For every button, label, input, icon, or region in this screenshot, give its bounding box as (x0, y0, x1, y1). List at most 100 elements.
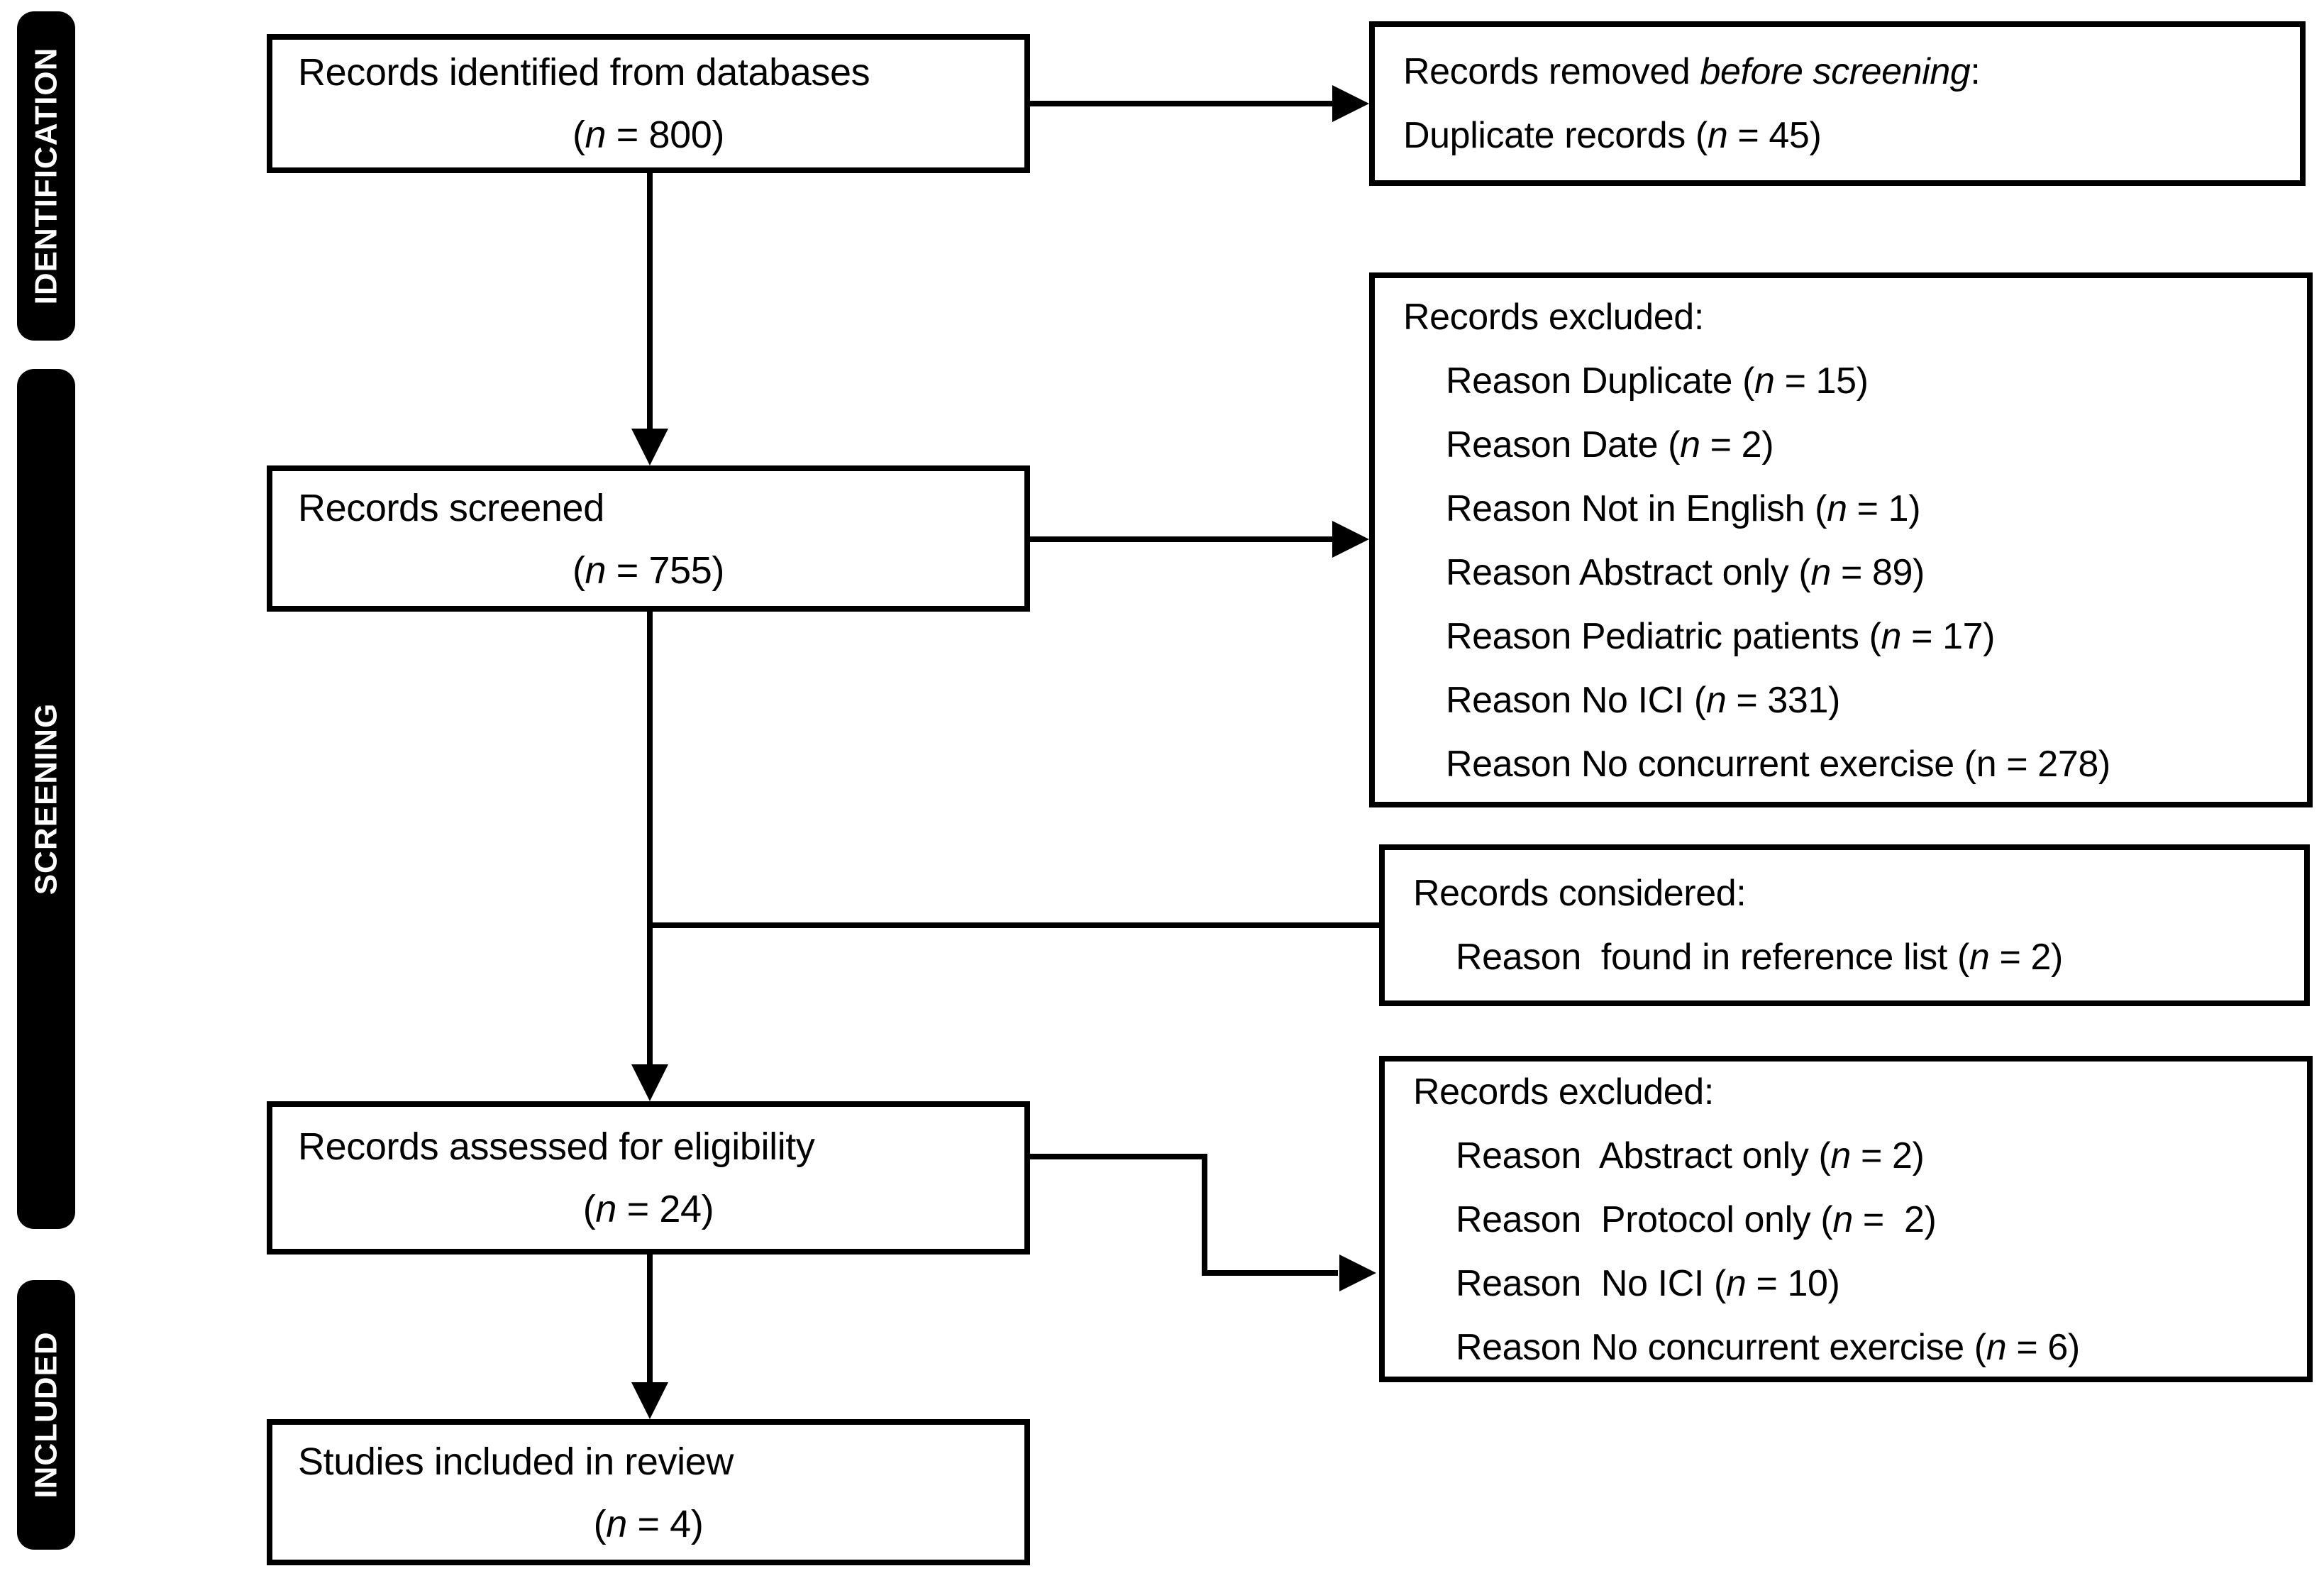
text-line: Duplicate records (n = 45) (1403, 104, 2272, 167)
text-line: Records screened (298, 476, 999, 539)
arrow-assessed-to-excluded (1030, 1154, 1338, 1276)
italic-text-segment: n (585, 548, 607, 591)
italic-text-segment: n (1881, 614, 1902, 656)
italic-text-segment: n (1707, 114, 1728, 156)
text-segment: : (1970, 50, 1981, 92)
italic-text-segment: n (1810, 550, 1831, 592)
text-segment: = 24) (616, 1188, 714, 1230)
text-segment: = 17) (1901, 614, 1996, 656)
italic-text-segment: before screening (1700, 50, 1971, 92)
text-line: (n = 755) (298, 539, 999, 601)
text-line: Reason Abstract only (n = 89) (1403, 540, 2279, 604)
box-records-excluded-eligibility: Records excluded:Reason Abstract only (n… (1379, 1056, 2313, 1382)
text-segment: = 89) (1830, 550, 1925, 592)
italic-text-segment: n (1986, 1325, 2007, 1367)
italic-text-segment: n (1969, 935, 1990, 978)
text-segment: = 4) (626, 1502, 704, 1545)
text-segment: Records screened (298, 486, 604, 529)
text-line: Reason found in reference list (n = 2) (1413, 925, 2276, 989)
text-segment: ( (582, 1188, 596, 1230)
text-line: (n = 24) (298, 1178, 999, 1240)
box-records-screened: Records screened (n = 755) (267, 465, 1030, 612)
text-segment: = 331) (1726, 678, 1840, 720)
italic-text-segment: n (1832, 1197, 1853, 1240)
text-line: Reason Pediatric patients (n = 17) (1403, 604, 2279, 668)
italic-text-segment: n (1725, 1261, 1747, 1303)
italic-text-segment: n (1680, 422, 1700, 465)
text-segment: Reason No ICI ( (1456, 1261, 1726, 1303)
text-segment: Records removed (1403, 50, 1700, 92)
text-segment: ( (572, 548, 585, 591)
text-line: Reason No concurrent exercise (n = 6) (1413, 1315, 2279, 1379)
italic-text-segment: n (595, 1188, 616, 1230)
text-line: Reason No concurrent exercise (n = 278) (1403, 732, 2279, 795)
text-line: Reason Protocol only (n = 2) (1413, 1187, 2279, 1251)
italic-text-segment: n (1705, 678, 1727, 720)
text-line: Studies included in review (298, 1430, 999, 1492)
text-segment: Reason Protocol only ( (1456, 1197, 1833, 1240)
text-line: Records considered: (1413, 861, 2276, 925)
text-line: Records assessed for eligibility (298, 1115, 999, 1178)
text-segment: ( (593, 1502, 607, 1545)
text-line: Records removed before screening: (1403, 40, 2272, 104)
text-segment: Reason Abstract only ( (1446, 550, 1811, 592)
text-line: Reason Date (n = 2) (1403, 412, 2279, 476)
text-segment: Reason No concurrent exercise (n = 278) (1446, 741, 2110, 784)
text-segment: Records considered: (1413, 871, 1747, 914)
italic-text-segment: n (606, 1502, 627, 1545)
box-records-removed-before-screening: Records removed before screening:Duplica… (1369, 21, 2306, 186)
text-segment: Reason found in reference list ( (1456, 935, 1969, 978)
text-line: (n = 800) (298, 104, 999, 166)
text-segment: Reason Duplicate ( (1446, 358, 1755, 401)
text-segment: Records excluded: (1413, 1069, 1714, 1112)
arrowhead-right-icon (1339, 1255, 1376, 1291)
text-segment: Duplicate records ( (1403, 114, 1708, 156)
text-line: Reason No ICI (n = 10) (1413, 1251, 2279, 1315)
text-segment: = 2) (1850, 1133, 1925, 1176)
arrowhead-down-icon (631, 1382, 668, 1419)
italic-text-segment: n (585, 114, 607, 156)
text-segment: Reason Not in English ( (1446, 486, 1827, 529)
arrowhead-right-icon (1332, 521, 1369, 558)
italic-text-segment: n (1830, 1133, 1851, 1176)
box-records-excluded-screening: Records excluded:Reason Duplicate (n = 1… (1369, 272, 2313, 807)
text-segment: = 2) (1989, 935, 2063, 978)
text-segment: = 800) (606, 114, 725, 156)
stage-bar-included: INCLUDED (17, 1280, 75, 1550)
arrowhead-down-icon (631, 1064, 668, 1101)
text-line: (n = 4) (298, 1492, 999, 1555)
text-segment: = 755) (606, 548, 725, 591)
text-line: Reason Not in English (n = 1) (1403, 476, 2279, 540)
text-segment: = 10) (1746, 1261, 1840, 1303)
text-line: Reason Duplicate (n = 15) (1403, 348, 2279, 412)
arrowhead-down-icon (631, 429, 668, 465)
text-segment: Reason Pediatric patients ( (1446, 614, 1881, 656)
text-segment: Records assessed for eligibility (298, 1125, 815, 1168)
text-segment: ( (572, 114, 585, 156)
stage-bar-screening: SCREENING (17, 369, 75, 1229)
text-segment: = 6) (2006, 1325, 2080, 1367)
text-segment: = 2) (1700, 422, 1774, 465)
text-segment: = 1) (1847, 486, 1921, 529)
box-records-identified: Records identified from databases (n = 80… (267, 34, 1030, 173)
box-records-considered: Records considered: Reason found in refer… (1379, 844, 2310, 1006)
text-segment: Reason Abstract only ( (1456, 1133, 1831, 1176)
text-segment: Records identified from databases (298, 51, 870, 94)
text-line: Records excluded: (1403, 285, 2279, 348)
italic-text-segment: n (1827, 486, 1847, 529)
text-line: Records identified from databases (298, 41, 999, 104)
text-segment: Studies included in review (298, 1440, 734, 1482)
text-line: Reason No ICI (n = 331) (1403, 668, 2279, 732)
italic-text-segment: n (1754, 358, 1775, 401)
text-segment: Reason Date ( (1446, 422, 1681, 465)
text-segment: Reason No ICI ( (1446, 678, 1706, 720)
text-line: Reason Abstract only (n = 2) (1413, 1123, 2279, 1187)
box-studies-included: Studies included in review (n = 4) (267, 1419, 1030, 1565)
text-segment: Records excluded: (1403, 294, 1704, 337)
box-records-assessed-eligibility: Records assessed for eligibility (n = 24) (267, 1101, 1030, 1255)
text-segment: = 15) (1774, 358, 1869, 401)
arrowhead-right-icon (1332, 85, 1369, 122)
